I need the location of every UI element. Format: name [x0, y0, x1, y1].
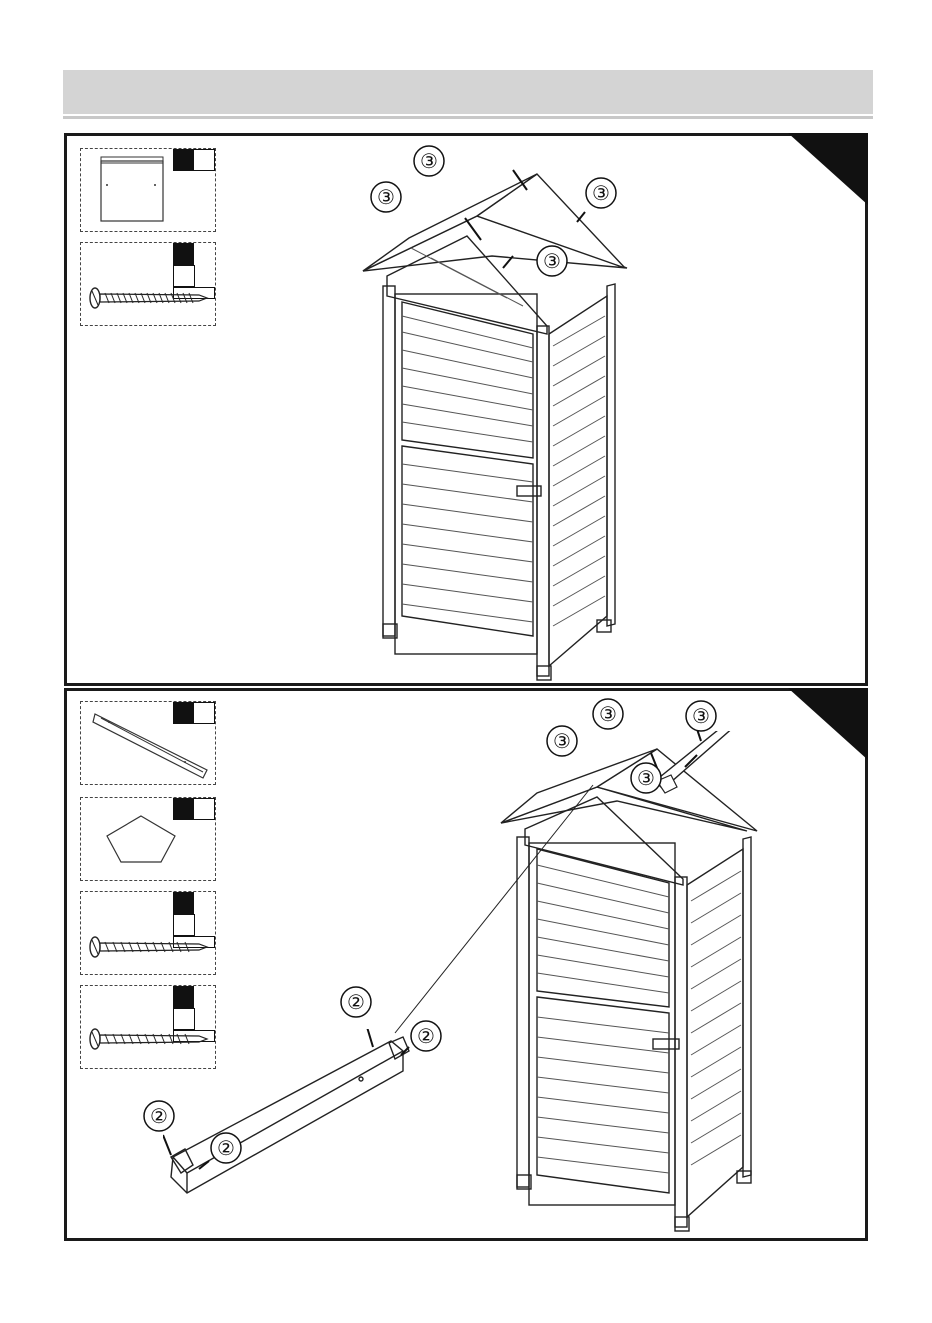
pentagon-block-icon — [101, 812, 181, 872]
screw-icon — [87, 934, 211, 960]
callout-3: ③ — [535, 244, 571, 278]
step-corner-tab — [788, 133, 868, 213]
svg-text:②: ② — [150, 1106, 168, 1128]
callout-3: ③ — [369, 180, 405, 214]
part-card-ridge-cap — [80, 701, 216, 785]
svg-text:③: ③ — [553, 731, 571, 753]
quantity-tag — [173, 243, 215, 277]
ridge-beam-illustration — [163, 1029, 423, 1209]
svg-text:③: ③ — [420, 151, 438, 173]
header-bar — [63, 70, 873, 114]
part-card-screw — [80, 891, 216, 975]
callout-2: ② — [339, 985, 375, 1019]
callout-2: ② — [209, 1131, 245, 1165]
callout-3: ③ — [584, 176, 620, 210]
callout-3: ③ — [412, 144, 448, 178]
step-panel-1: ③ ③ ③ ③ — [64, 133, 868, 686]
svg-text:③: ③ — [592, 183, 610, 205]
callout-3: ③ — [545, 724, 581, 758]
svg-text:③: ③ — [377, 187, 395, 209]
header-divider — [63, 116, 873, 119]
svg-text:②: ② — [417, 1026, 435, 1048]
ridge-cap-icon — [91, 708, 211, 782]
part-card-screw — [80, 242, 216, 326]
quantity-tag — [173, 892, 215, 926]
callout-3: ③ — [591, 697, 627, 731]
svg-text:③: ③ — [599, 704, 617, 726]
roof-panel-icon — [97, 155, 167, 227]
screw-icon — [87, 285, 211, 311]
shed-illustration — [347, 146, 667, 686]
svg-text:③: ③ — [637, 768, 655, 790]
quantity-tag — [173, 149, 215, 171]
callout-2: ② — [142, 1099, 178, 1133]
callout-3: ③ — [629, 761, 665, 795]
callout-2: ② — [409, 1019, 445, 1053]
svg-text:②: ② — [347, 992, 365, 1014]
callout-3: ③ — [684, 699, 720, 733]
step-panel-2: ③ ③ ③ ③ ② ② ② ② — [64, 688, 868, 1241]
part-card-roof-panel — [80, 148, 216, 232]
svg-text:②: ② — [217, 1138, 235, 1160]
svg-text:③: ③ — [692, 706, 710, 728]
guide-line — [387, 781, 607, 1041]
part-card-pentagon-block — [80, 797, 216, 881]
quantity-tag — [173, 986, 215, 1020]
svg-text:③: ③ — [543, 251, 561, 273]
